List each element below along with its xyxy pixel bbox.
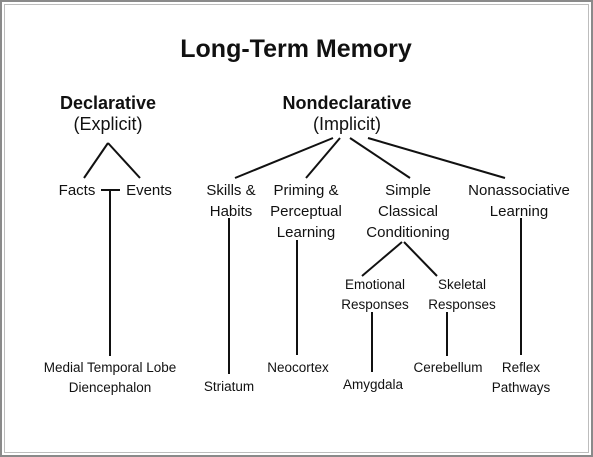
node-simple-classical-conditioning: Simple Classical Conditioning [360, 180, 456, 243]
structure-striatum: Striatum [203, 379, 255, 394]
edge-declarative-facts [83, 142, 109, 179]
diagram-title: Long-Term Memory [180, 35, 412, 63]
node-events: Events [126, 182, 172, 199]
node-declarative-name: Declarative [59, 93, 157, 113]
node-facts: Facts [58, 182, 96, 199]
node-skeletal-responses: Skeletal Responses [418, 275, 506, 315]
node-emotional-responses: Emotional Responses [330, 275, 420, 315]
node-nondeclarative-alias: (Implicit) [313, 114, 381, 134]
structure-neocortex: Neocortex [267, 360, 329, 375]
node-nonassociative-line1: Nonassociative [468, 182, 570, 199]
node-priming-line1: Priming & [273, 182, 339, 199]
structure-cerebellum: Cerebellum [413, 360, 483, 375]
structure-medial-temporal-line2: Diencephalon [68, 380, 152, 395]
node-nonassociative-line2: Learning [489, 203, 549, 220]
node-nondeclarative-name: Nondeclarative [282, 93, 412, 113]
node-nondeclarative: Nondeclarative (Implicit) [267, 93, 427, 135]
node-simple-line3: Conditioning [366, 224, 450, 241]
structure-medial-temporal-line1: Medial Temporal Lobe [43, 360, 177, 375]
edge-nondecl-priming [305, 137, 341, 179]
node-emotional-line2: Responses [341, 297, 409, 312]
node-skeletal-line2: Responses [428, 297, 496, 312]
node-priming-line2: Perceptual [270, 203, 342, 220]
edge-nondecl-nonassociative [367, 137, 506, 179]
structure-reflex-line1: Reflex [501, 360, 541, 375]
node-skeletal-line1: Skeletal [437, 277, 487, 292]
node-skills-habits: Skills & Habits [195, 180, 267, 222]
node-priming-line3: Learning [276, 224, 336, 241]
node-declarative-alias: (Explicit) [73, 114, 143, 134]
node-declarative: Declarative (Explicit) [28, 93, 188, 135]
edge-simple-skeletal [403, 241, 438, 277]
structure-medial-temporal: Medial Temporal Lobe Diencephalon [28, 358, 192, 398]
structure-amygdala: Amygdala [342, 377, 404, 392]
node-simple-line1: Simple [385, 182, 431, 199]
node-simple-line2: Classical [377, 203, 438, 220]
structure-reflex-line2: Pathways [491, 380, 551, 395]
edge-nondecl-simple [349, 137, 411, 179]
edge-nondecl-skills [234, 137, 334, 179]
node-skills-line1: Skills & [206, 182, 256, 199]
edge-declarative-events [107, 142, 141, 179]
node-emotional-line1: Emotional [344, 277, 406, 292]
structure-reflex-pathways: Reflex Pathways [484, 358, 558, 398]
edge-simple-emotional [361, 241, 403, 277]
node-skills-line2: Habits [209, 203, 253, 220]
node-nonassociative: Nonassociative Learning [454, 180, 584, 222]
node-priming: Priming & Perceptual Learning [262, 180, 350, 243]
